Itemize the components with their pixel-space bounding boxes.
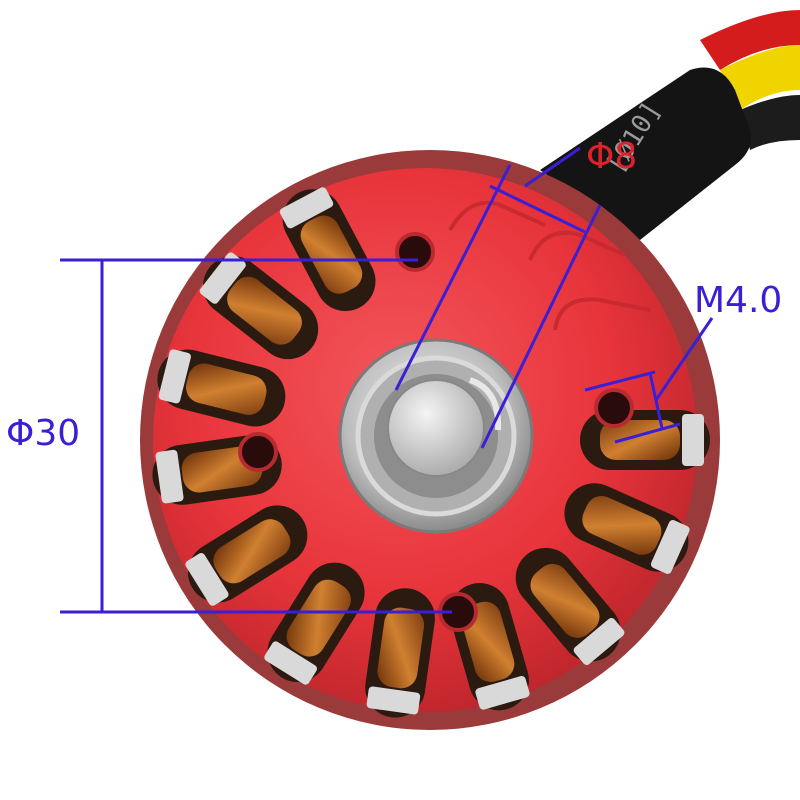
m4-label: M4.0 (694, 280, 782, 321)
bearing-assembly (338, 338, 534, 534)
vent-channels (448, 200, 651, 331)
wire-black (740, 95, 800, 150)
phi8-label: Φ8 (586, 136, 637, 177)
mount-hole-right (594, 388, 634, 428)
stator-windows (152, 187, 710, 718)
phi8-dim-line (489, 184, 586, 234)
e-clip (468, 377, 502, 431)
m4-ext-top (584, 370, 656, 392)
stator-window (264, 562, 365, 685)
stator-window (157, 349, 286, 427)
phi30-label: Φ30 (6, 413, 80, 454)
shaft (387, 379, 485, 477)
m4-leader (654, 317, 714, 401)
stator-window (199, 252, 319, 360)
m4-dim-line (648, 372, 664, 429)
phi8-ext-right (480, 204, 602, 449)
mount-hole-top (395, 232, 435, 272)
stator-window (515, 547, 625, 665)
mounting-holes (238, 232, 634, 632)
dimension-annotations (60, 146, 714, 614)
stator-window (279, 187, 376, 312)
stator-window (185, 505, 308, 606)
stator-window (365, 588, 435, 718)
phi8-ext-left (394, 164, 512, 391)
heat-shrink-sleeve (540, 67, 751, 240)
phi8-leader (524, 146, 581, 188)
motor-housing (140, 150, 720, 730)
m4-ext-bottom (614, 422, 681, 444)
wire-yellow (720, 45, 800, 110)
wire-red (700, 10, 800, 70)
stator-window (564, 483, 690, 574)
mount-hole-left (238, 432, 278, 472)
